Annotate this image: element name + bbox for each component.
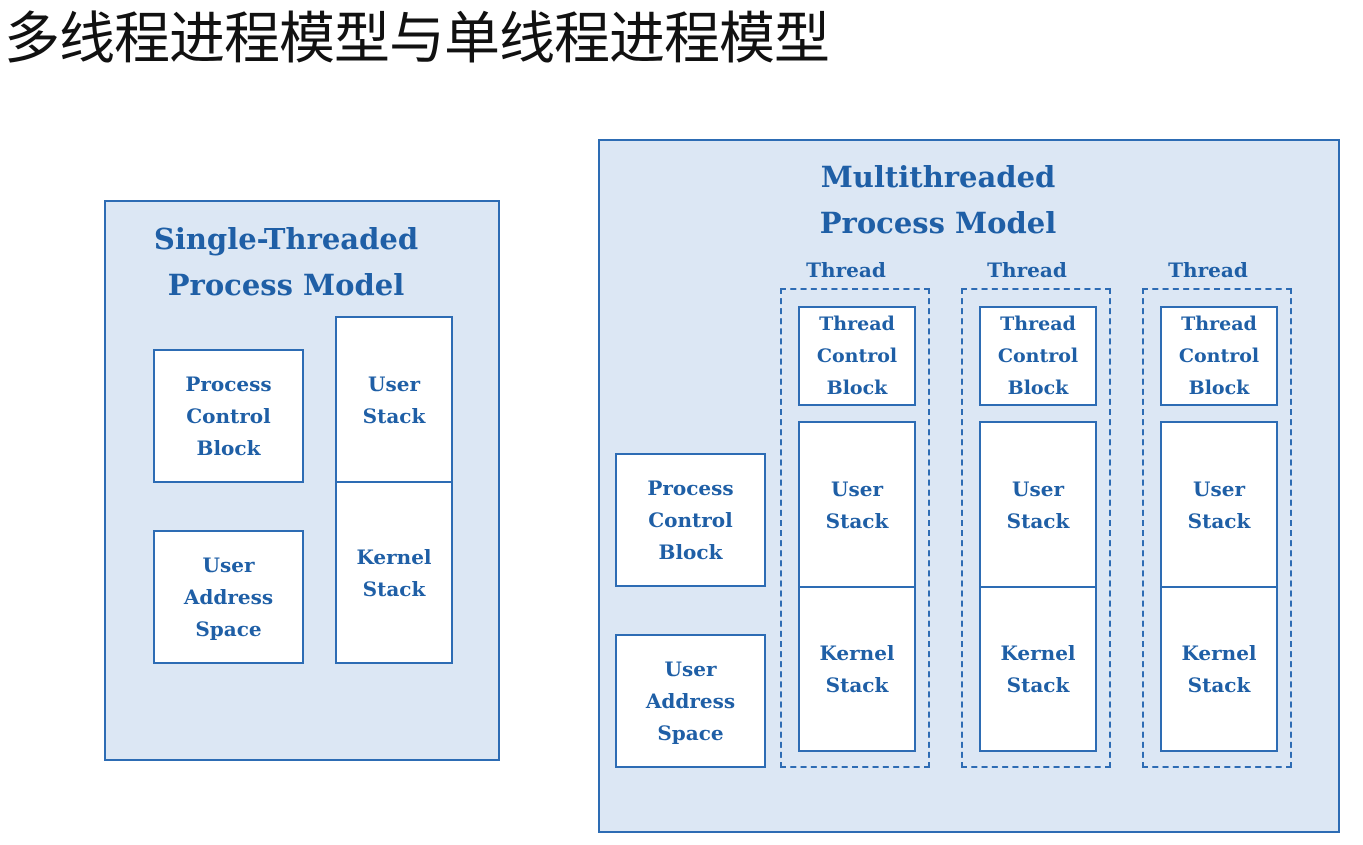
multithreaded-heading-line1: Multithreaded [820, 160, 1056, 194]
thread-kernel-stack-label: Kernel Stack [819, 641, 895, 697]
page-title: 多线程进程模型与单线程进程模型 [4, 7, 830, 72]
single-kernel-stack-label: Kernel Stack [356, 544, 432, 601]
thread-kernel-stack: Kernel Stack [798, 586, 916, 752]
thread-user-stack-label: User Stack [1187, 476, 1251, 533]
single-user-stack: User Stack [335, 316, 453, 483]
single-threaded-heading-line1: Single-Threaded [153, 222, 419, 256]
thread-control-block-label: Thread Control Block [1178, 313, 1260, 399]
thread-user-stack: User Stack [979, 421, 1097, 588]
thread-control-block-label: Thread Control Block [816, 313, 898, 399]
thread-group: Thread Control Block User Stack Kernel S… [1142, 288, 1292, 768]
thread-kernel-stack-label: Kernel Stack [1000, 641, 1076, 697]
thread-group: Thread Control Block User Stack Kernel S… [961, 288, 1111, 768]
single-threaded-heading-line2: Process Model [167, 268, 405, 302]
thread-label: Thread [987, 258, 1067, 282]
multi-user-address-space-label: User Address Space [645, 657, 736, 745]
thread-control-block: Thread Control Block [1160, 306, 1278, 406]
thread-user-stack: User Stack [1160, 421, 1278, 588]
thread-kernel-stack-label: Kernel Stack [1181, 641, 1257, 697]
thread-control-block-label: Thread Control Block [997, 313, 1079, 399]
thread-control-block: Thread Control Block [979, 306, 1097, 406]
multi-process-control-block: Process Control Block [615, 453, 766, 587]
single-user-address-space: User Address Space [153, 530, 304, 664]
thread-group: Thread Control Block User Stack Kernel S… [780, 288, 930, 768]
thread-user-stack-label: User Stack [825, 476, 889, 533]
multi-user-address-space: User Address Space [615, 634, 766, 768]
thread-label: Thread [806, 258, 886, 282]
multi-process-control-block-label: Process Control Block [647, 476, 734, 564]
multithreaded-heading-line2: Process Model [819, 206, 1057, 240]
single-process-control-block-label: Process Control Block [185, 372, 272, 460]
thread-kernel-stack: Kernel Stack [979, 586, 1097, 752]
single-threaded-panel: Single-Threaded Process Model Process Co… [104, 200, 500, 761]
single-user-stack-label: User Stack [362, 371, 426, 428]
single-process-control-block: Process Control Block [153, 349, 304, 483]
thread-user-stack-label: User Stack [1006, 476, 1070, 533]
thread-user-stack: User Stack [798, 421, 916, 588]
thread-kernel-stack: Kernel Stack [1160, 586, 1278, 752]
single-user-address-space-label: User Address Space [183, 553, 274, 641]
single-kernel-stack: Kernel Stack [335, 481, 453, 664]
multithreaded-panel: Multithreaded Process Model Process Cont… [598, 139, 1340, 833]
thread-control-block: Thread Control Block [798, 306, 916, 406]
thread-label: Thread [1168, 258, 1248, 282]
